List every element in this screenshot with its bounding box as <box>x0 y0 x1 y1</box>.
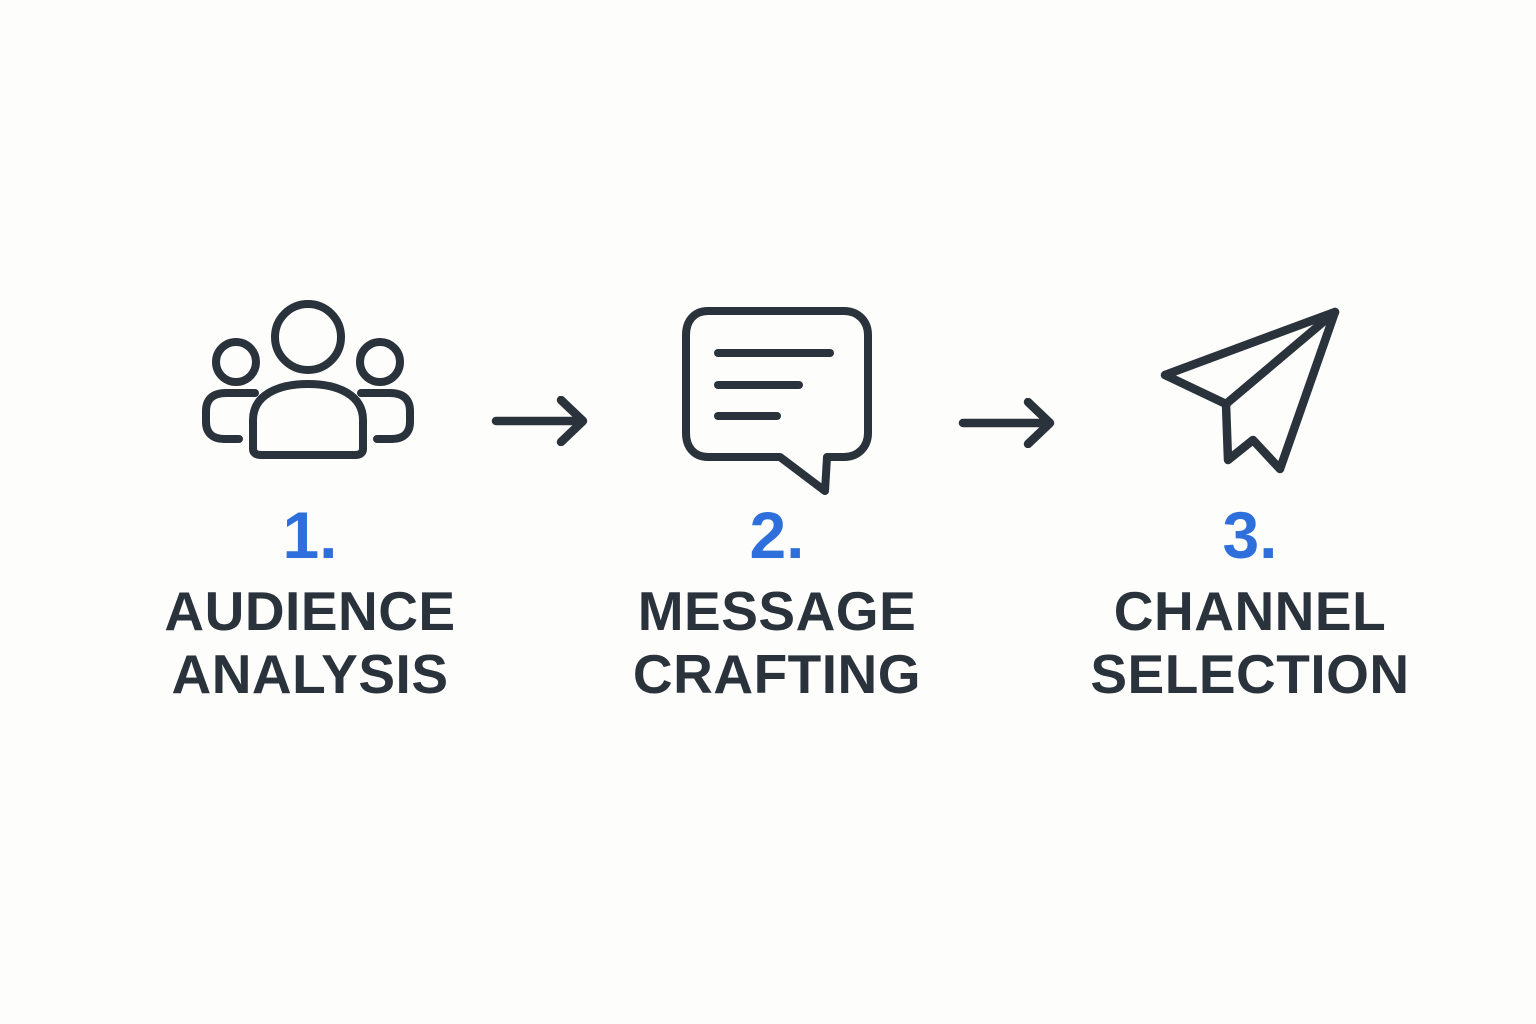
step-message-crafting: 2. MESSAGE CRAFTING <box>547 295 1007 706</box>
step-icon-wrap <box>1155 295 1345 500</box>
right-arrow-icon <box>491 396 588 446</box>
step-label: AUDIENCE ANALYSIS <box>164 580 455 706</box>
step-label-line2: SELECTION <box>1090 643 1410 705</box>
step-number: 1. <box>282 498 338 572</box>
step-icon-wrap <box>193 295 428 500</box>
step-channel-selection: 3. CHANNEL SELECTION <box>1020 295 1480 706</box>
speech-bubble-icon <box>682 307 872 495</box>
paper-plane-icon <box>1160 307 1340 474</box>
step-number: 2. <box>749 498 805 572</box>
right-arrow-icon <box>958 398 1055 448</box>
step-label: MESSAGE CRAFTING <box>633 580 921 706</box>
step-label-line2: ANALYSIS <box>171 643 449 705</box>
step-label: CHANNEL SELECTION <box>1090 580 1409 706</box>
step-audience-analysis: 1. AUDIENCE ANALYSIS <box>80 295 540 706</box>
step-label-line1: CHANNEL <box>1113 580 1387 642</box>
step-label-line1: AUDIENCE <box>164 580 456 642</box>
step-icon-wrap <box>682 295 872 500</box>
people-group-icon <box>201 300 414 459</box>
step-label-line1: MESSAGE <box>637 580 917 642</box>
step-number: 3. <box>1222 498 1278 572</box>
step-label-line2: CRAFTING <box>632 643 922 705</box>
